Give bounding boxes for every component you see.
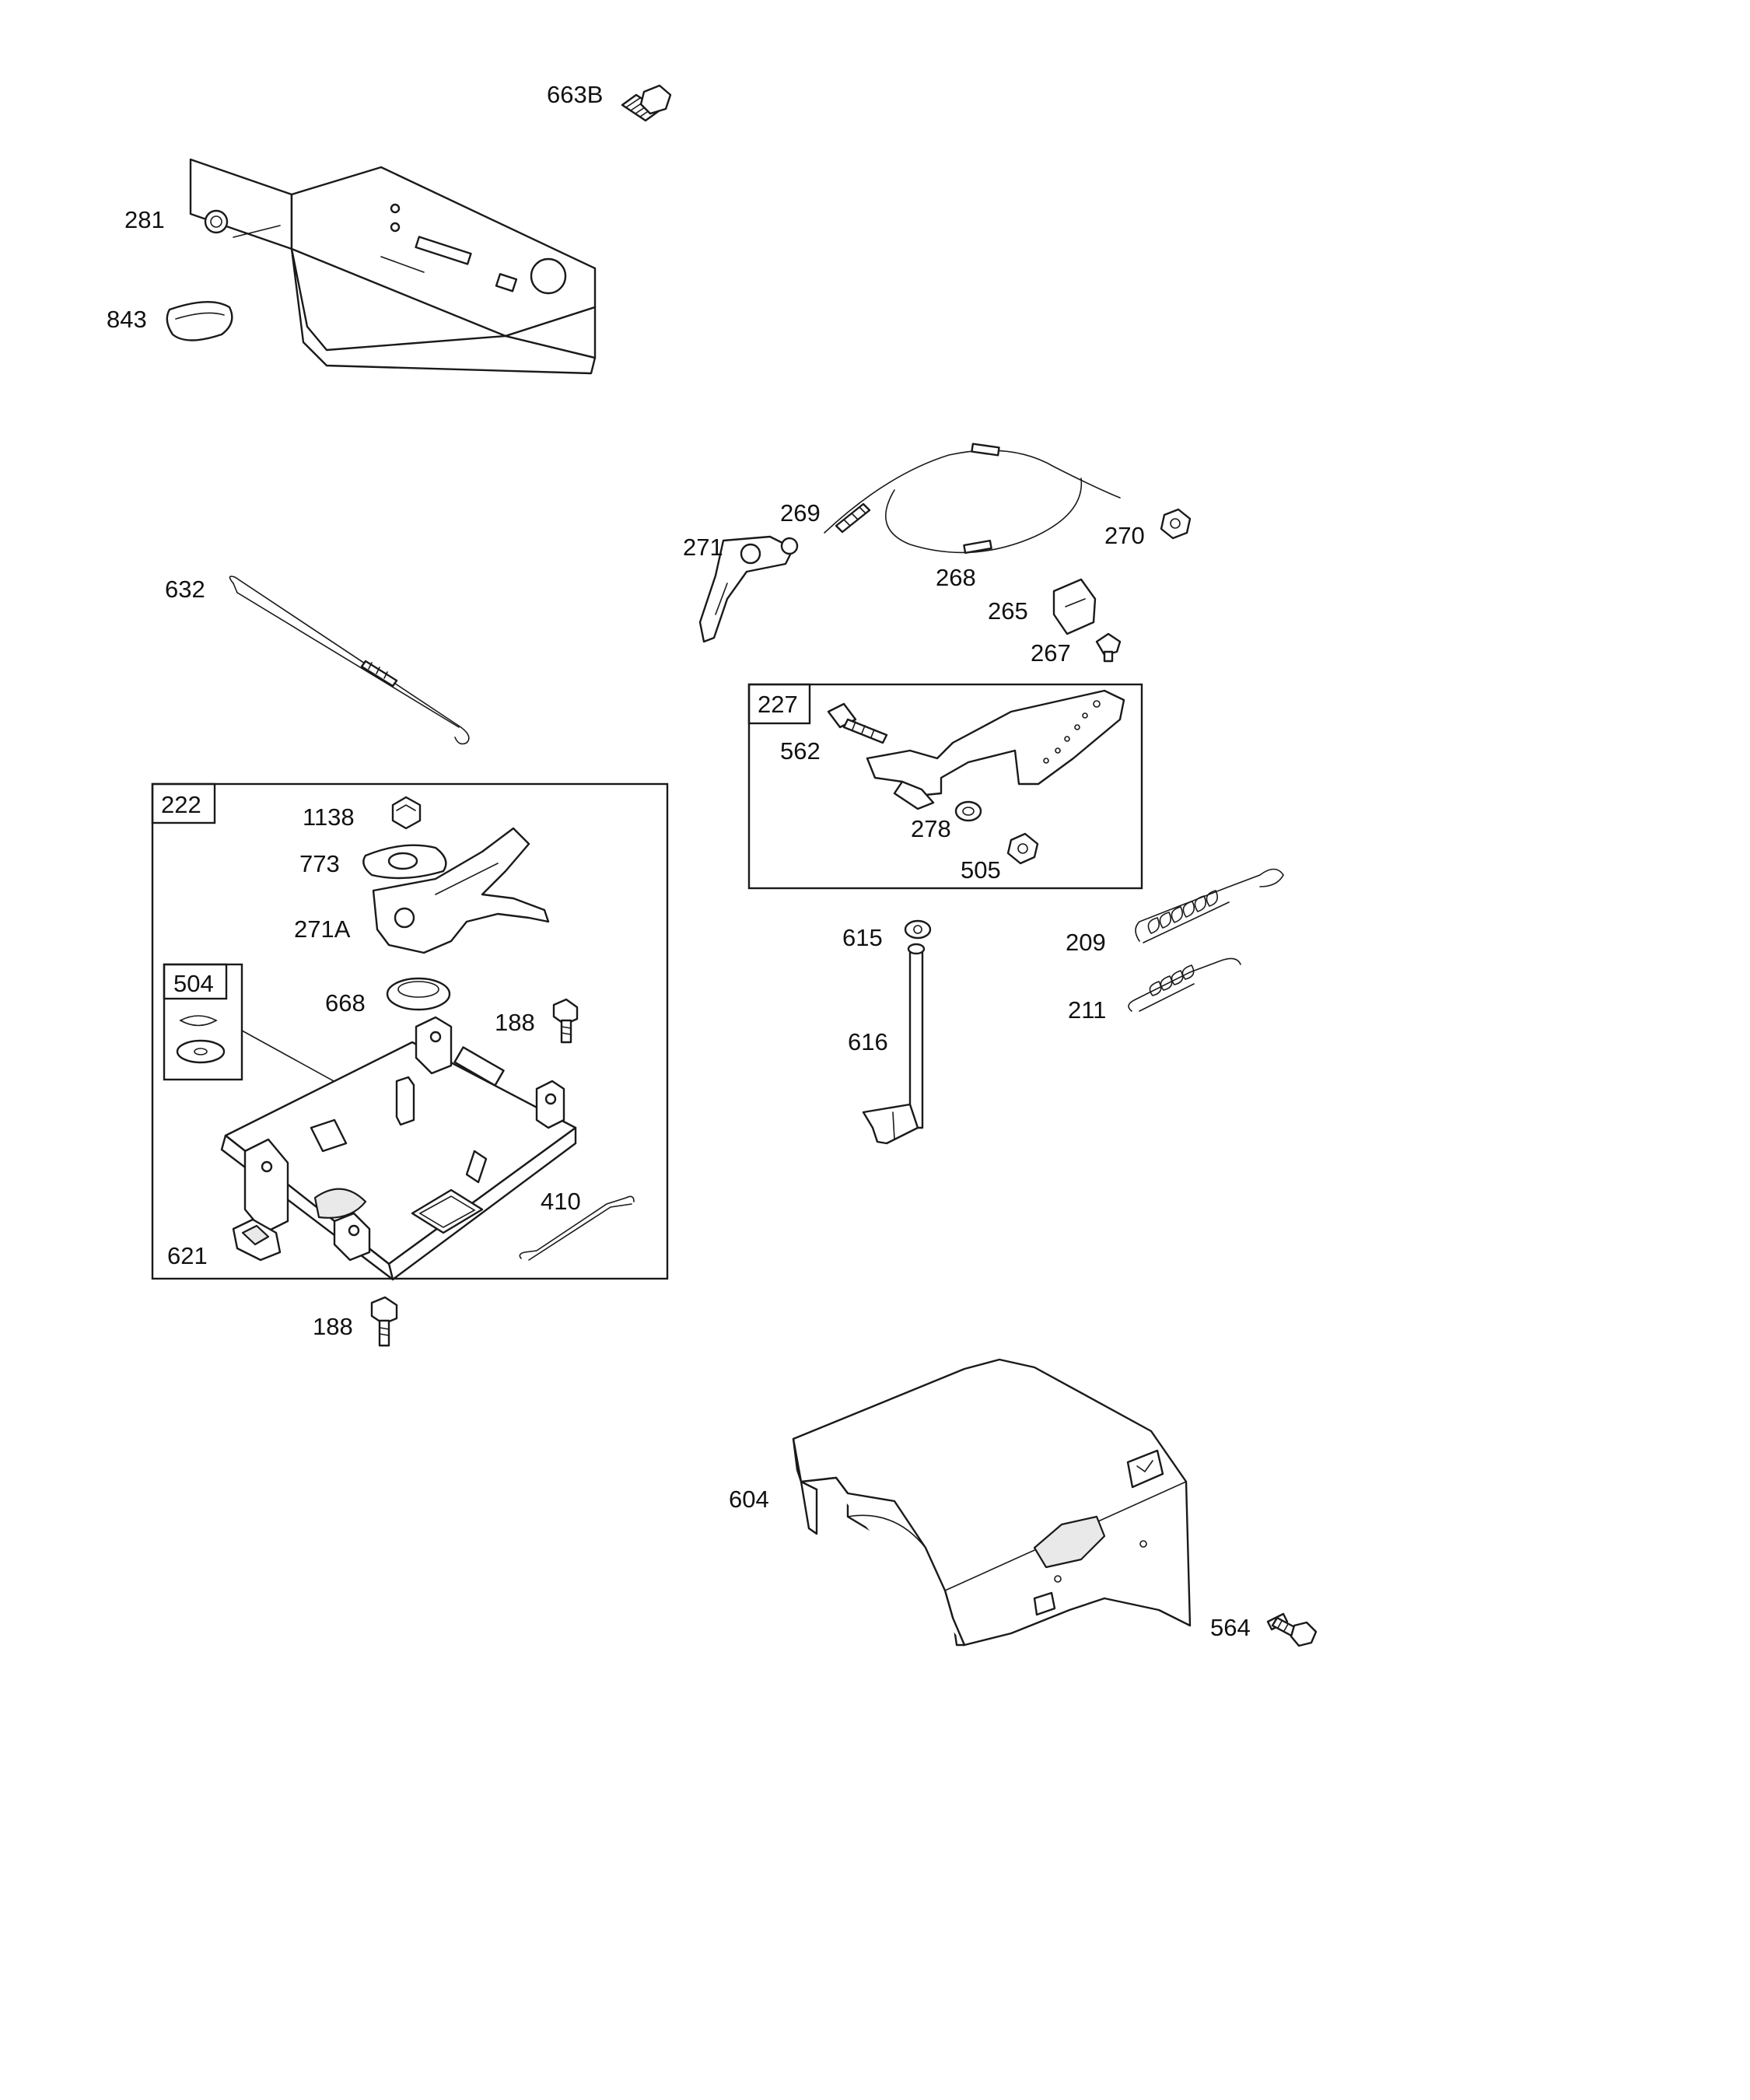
part-268-cable: [824, 443, 1121, 555]
part-270-nut: [1160, 508, 1192, 540]
callout-271A: 271A: [294, 915, 351, 943]
callout-278: 278: [911, 815, 951, 842]
part-271A-governor-lever: [372, 827, 550, 954]
callout-267: 267: [1031, 639, 1071, 667]
callout-632: 632: [165, 576, 205, 603]
callout-211: 211: [1068, 996, 1106, 1024]
part-504-washers: [176, 1015, 226, 1064]
part-188-bolt-upper: [552, 998, 579, 1044]
part-616-shaft: [862, 943, 926, 1145]
callout-281: 281: [124, 206, 165, 233]
kit-504-tag: [163, 963, 228, 1000]
callout-1138: 1138: [303, 803, 355, 831]
part-410-link: [519, 1195, 635, 1261]
kit-222-box: [151, 782, 669, 1280]
callout-209: 209: [1066, 929, 1106, 956]
kit-222-tag: [151, 782, 216, 824]
callout-188-lower: 188: [313, 1313, 353, 1340]
part-1138-nut: [391, 796, 422, 830]
callout-773: 773: [299, 850, 340, 877]
kit-227-tag: [747, 683, 811, 725]
part-188-bolt-lower: [370, 1296, 398, 1347]
callout-843: 843: [107, 306, 147, 333]
part-278-washer: [954, 800, 982, 822]
part-265-cable-clip: [1052, 578, 1097, 635]
callout-615: 615: [842, 924, 883, 951]
callout-265: 265: [988, 597, 1028, 625]
part-227-throttle-lever: [866, 689, 1125, 810]
part-209-spring: [1135, 868, 1284, 943]
callout-621: 621: [167, 1242, 208, 1269]
part-604-blower-housing: [792, 1358, 1192, 1647]
callout-188-upper: 188: [495, 1009, 535, 1036]
callout-564: 564: [1210, 1614, 1251, 1641]
callout-668: 668: [325, 989, 366, 1017]
part-632-governor-link: [229, 576, 470, 745]
callout-222: 222: [161, 791, 201, 818]
kit-227-box: [747, 683, 1143, 890]
part-211-spring: [1128, 957, 1241, 1012]
callout-562: 562: [780, 737, 821, 765]
part-621-clip: [232, 1218, 282, 1262]
callout-505: 505: [961, 856, 1001, 884]
part-281-bracket: [189, 158, 597, 375]
callout-271: 271: [683, 534, 723, 561]
callout-663B: 663B: [547, 81, 603, 108]
part-668-grommet: [386, 977, 451, 1011]
part-271-control-lever: [698, 535, 799, 643]
part-267-screw: [1095, 632, 1122, 663]
callout-270: 270: [1104, 522, 1145, 549]
part-773-spring-plate: [362, 844, 447, 880]
part-505-nut: [1006, 832, 1039, 865]
part-269-ferrule: [835, 502, 871, 534]
callout-227: 227: [758, 691, 798, 718]
callout-410: 410: [541, 1188, 581, 1215]
callout-616: 616: [848, 1028, 888, 1055]
part-843-clip: [166, 301, 233, 341]
part-222-governor-bracket: [220, 1016, 577, 1281]
part-562-screw: [827, 702, 888, 744]
callout-269: 269: [780, 499, 821, 527]
callout-604: 604: [729, 1486, 769, 1513]
part-615-washer: [904, 919, 932, 940]
callout-268: 268: [936, 564, 976, 591]
callout-504: 504: [173, 970, 214, 997]
part-564-bolt: [1266, 1612, 1318, 1647]
part-663B-bolt: [621, 84, 672, 122]
